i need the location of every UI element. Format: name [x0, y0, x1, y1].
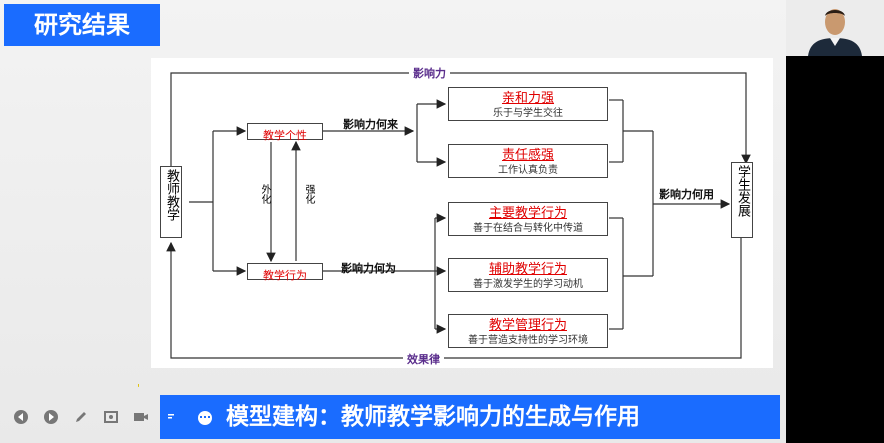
outcome-desc: 善于营造支持性的学习环境	[468, 335, 588, 346]
yellow-mark: '	[137, 382, 141, 395]
slide-title: 研究结果	[4, 4, 160, 46]
camera-icon[interactable]	[130, 406, 152, 428]
externalize-label: 外化	[259, 184, 270, 204]
teaching-behavior-label: 教学行为	[263, 269, 307, 282]
model-diagram: 影响力 效果律 教师教学 学生发展 教学个性 教学行为 外化 强化 影响力何来 …	[151, 58, 773, 368]
slide: 研究结果	[0, 0, 786, 443]
next-icon[interactable]	[40, 406, 62, 428]
outcome-box: 辅助教学行为 善于激发学生的学习动机	[448, 258, 608, 292]
purpose-label: 影响力何为	[341, 262, 396, 275]
outcome-desc: 善于在结合与转化中传道	[473, 223, 583, 234]
presenter-avatar	[786, 0, 884, 56]
use-label: 影响力何用	[659, 188, 714, 201]
outcome-title: 亲和力强	[501, 91, 554, 106]
outcome-title: 主要教学行为	[488, 206, 567, 221]
outcome-desc: 工作认真负责	[498, 165, 558, 176]
outcome-title: 教学管理行为	[488, 318, 567, 333]
teacher-teaching-label: 教师教学	[164, 169, 179, 221]
pen-icon[interactable]	[70, 406, 92, 428]
screenshot-icon[interactable]	[100, 406, 122, 428]
outcome-box: 亲和力强 乐于与学生交往	[448, 87, 608, 121]
outcome-desc: 善于激发学生的学习动机	[473, 279, 583, 290]
banner-text: 模型建构：教师教学影响力的生成与作用	[226, 404, 641, 430]
chat-icon[interactable]	[160, 406, 182, 428]
teacher-teaching-box: 教师教学	[160, 166, 182, 238]
outcome-title: 辅助教学行为	[488, 262, 567, 277]
student-development-box: 学生发展	[731, 162, 753, 238]
bottom-loop-label: 效果律	[403, 351, 444, 367]
top-loop-label: 影响力	[409, 65, 450, 81]
reinforce-label: 强化	[303, 184, 314, 204]
teaching-personality-box: 教学个性	[247, 123, 323, 142]
outcome-title: 责任感强	[501, 148, 554, 163]
prev-icon[interactable]	[10, 406, 32, 428]
outcome-box: 主要教学行为 善于在结合与转化中传道	[448, 202, 608, 236]
outcome-box: 责任感强 工作认真负责	[448, 144, 608, 178]
bottom-banner: 模型建构：教师教学影响力的生成与作用	[160, 395, 780, 439]
presenter-video	[786, 0, 884, 56]
teaching-personality-label: 教学个性	[263, 129, 307, 142]
teaching-behavior-box: 教学行为	[247, 263, 323, 282]
source-label: 影响力何来	[343, 118, 398, 131]
student-development-label: 学生发展	[735, 165, 750, 217]
outcome-box: 教学管理行为 善于营造支持性的学习环境	[448, 314, 608, 348]
more-icon[interactable]	[198, 410, 212, 425]
diagram-connectors	[166, 72, 751, 359]
outcome-desc: 乐于与学生交往	[493, 108, 563, 119]
presentation-toolbar	[10, 404, 182, 430]
